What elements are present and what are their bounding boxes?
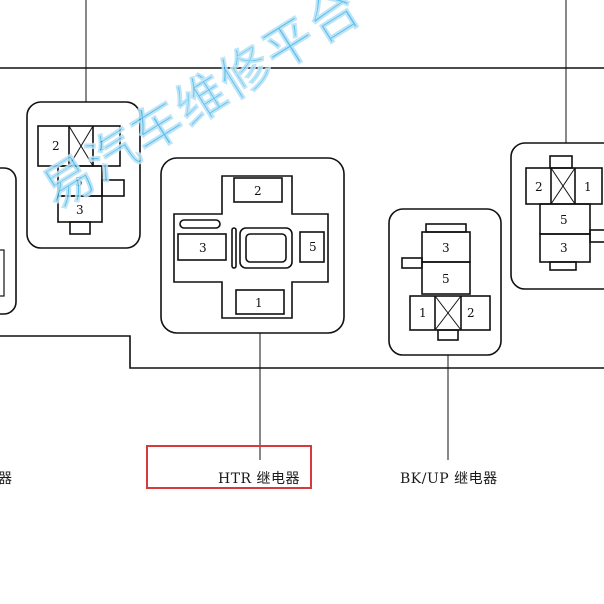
pin-bk-5: 5 xyxy=(442,272,450,286)
pin-bk-2: 2 xyxy=(467,306,475,320)
pin-htr-3: 3 xyxy=(199,241,207,255)
pin-tl-5: 5 xyxy=(75,175,83,189)
pin-tl-3: 3 xyxy=(76,203,84,217)
pin-r-1: 1 xyxy=(584,180,592,194)
pin-bk-3: 3 xyxy=(442,241,450,255)
pin-tl-2: 2 xyxy=(52,139,60,153)
relay-bkup xyxy=(388,208,502,356)
label-bkup-relay: BK/UP 继电器 xyxy=(400,471,498,487)
relay-right xyxy=(510,142,604,290)
relay-htr xyxy=(160,157,345,334)
relay-top-left xyxy=(26,101,141,249)
pin-r-2: 2 xyxy=(535,180,543,194)
pin-htr-2: 2 xyxy=(254,184,262,198)
relay-left-partial xyxy=(0,167,17,315)
pin-tl-1: 1 xyxy=(98,139,106,153)
pin-bk-1: 1 xyxy=(419,306,427,320)
panel-outline xyxy=(0,67,604,369)
pin-r-3: 3 xyxy=(560,241,568,255)
label-left-partial: 器 xyxy=(0,471,13,487)
pin-r-5: 5 xyxy=(560,213,568,227)
label-htr-relay: HTR 继电器 xyxy=(218,471,301,487)
pin-htr-5: 5 xyxy=(309,240,317,254)
highlight-box xyxy=(146,445,312,489)
pin-htr-1: 1 xyxy=(255,296,263,310)
